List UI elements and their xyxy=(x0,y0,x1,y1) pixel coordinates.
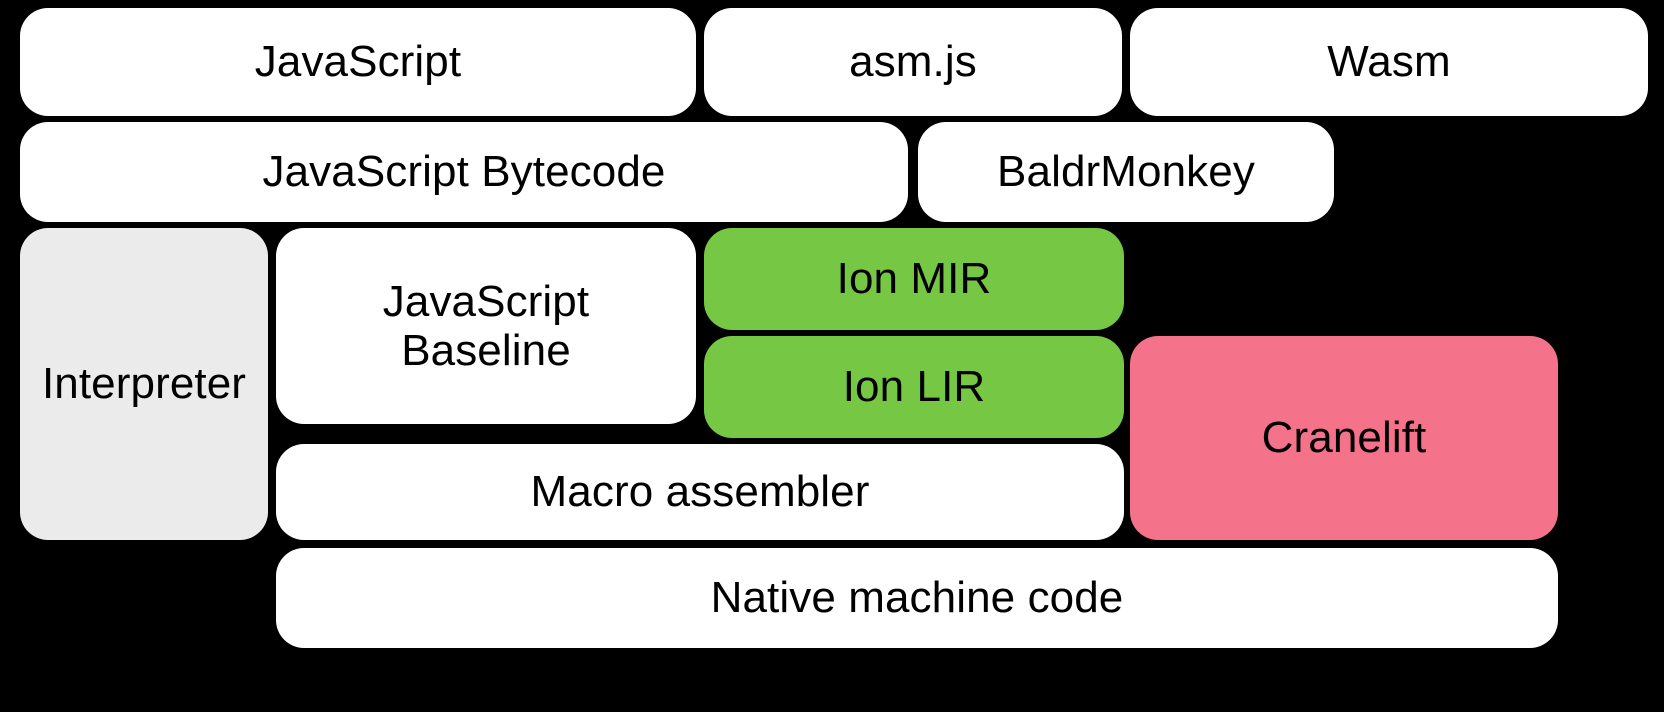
node-macro-assembler[interactable]: Macro assembler xyxy=(276,444,1124,540)
node-interpreter[interactable]: Interpreter xyxy=(20,228,268,540)
node-native-machine-code[interactable]: Native machine code xyxy=(276,548,1558,648)
node-javascript-bytecode[interactable]: JavaScript Bytecode xyxy=(20,122,908,222)
node-ion-lir[interactable]: Ion LIR xyxy=(704,336,1124,438)
node-baldrmonkey[interactable]: BaldrMonkey xyxy=(918,122,1334,222)
node-asm-js[interactable]: asm.js xyxy=(704,8,1122,116)
node-ion-mir[interactable]: Ion MIR xyxy=(704,228,1124,330)
node-wasm[interactable]: Wasm xyxy=(1130,8,1648,116)
node-cranelift[interactable]: Cranelift xyxy=(1130,336,1558,540)
node-javascript-baseline[interactable]: JavaScript Baseline xyxy=(276,228,696,424)
node-javascript[interactable]: JavaScript xyxy=(20,8,696,116)
